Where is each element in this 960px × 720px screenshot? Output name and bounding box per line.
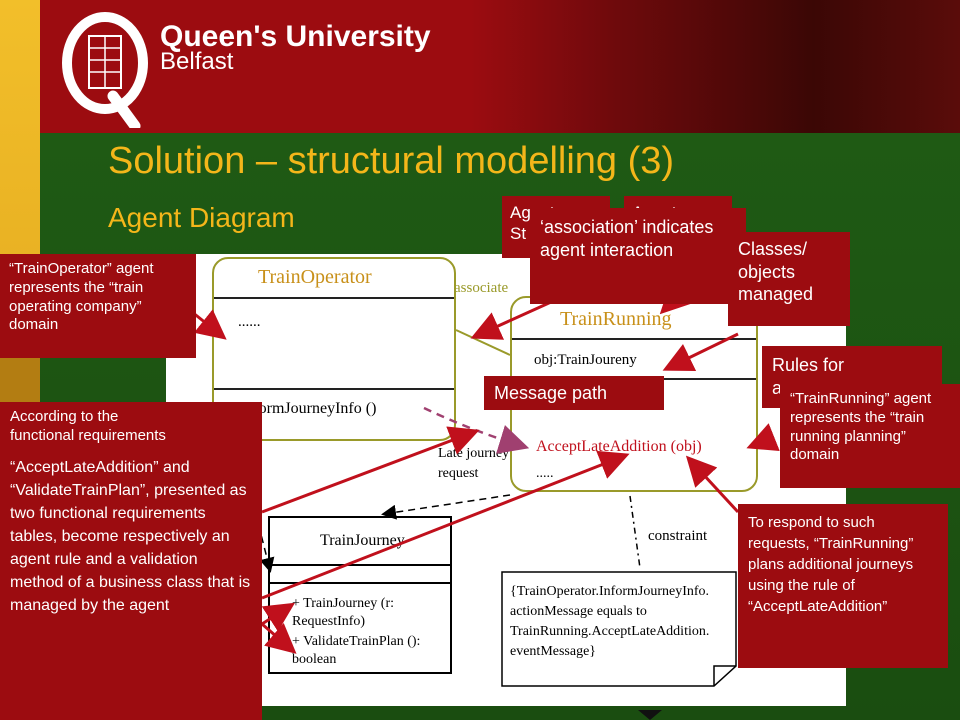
- constraint-line4: eventMessage}: [510, 644, 597, 659]
- callout-accept-late-addition: “AcceptLateAddition” and “ValidateTrainP…: [0, 450, 262, 720]
- university-logo-icon: [62, 12, 148, 128]
- dependency-line: [381, 494, 511, 520]
- divider: [270, 582, 450, 584]
- constraint-line: [629, 495, 641, 569]
- header-photo: [470, 0, 960, 133]
- constraint-line2: actionMessage equals to: [510, 604, 647, 619]
- constraint-line1: {TrainOperator.InformJourneyInfo.: [510, 584, 710, 599]
- train-operator-title: TrainOperator: [258, 266, 372, 288]
- train-running-attribute: obj:TrainJoureny: [534, 352, 637, 368]
- slide-title: Solution – structural modelling (3): [108, 140, 675, 182]
- callout-according-line1: According to the: [10, 408, 119, 425]
- train-running-rule: AcceptLateAddition (obj): [536, 438, 702, 455]
- train-journey-title: TrainJourney: [320, 532, 405, 549]
- callout-agent-structure-line2: St: [510, 224, 527, 244]
- association-line: [455, 329, 511, 356]
- divider: [214, 388, 454, 390]
- divider: [512, 338, 756, 340]
- constraint-label: constraint: [648, 528, 708, 544]
- callout-according-line2: functional requirements: [10, 426, 166, 444]
- train-journey-op1b: RequestInfo): [292, 614, 366, 629]
- message-path-line: [423, 406, 530, 454]
- request-label: request: [438, 466, 479, 481]
- train-running-dots: .....: [536, 466, 554, 481]
- train-journey-op2: + ValidateTrainPlan ():: [292, 634, 421, 649]
- callout-association: ‘association’ indicates agent interactio…: [530, 208, 746, 304]
- train-journey-op2b: boolean: [292, 652, 337, 667]
- divider: [270, 564, 450, 566]
- train-running-title: TrainRunning: [560, 308, 672, 330]
- divider: [214, 297, 454, 299]
- university-name-line2: Belfast: [160, 48, 234, 75]
- train-operator-operation: InformJourneyInfo (): [240, 400, 377, 417]
- callout-train-running: “TrainRunning” agent represents the “tra…: [780, 384, 960, 488]
- constraint-note-shape: [501, 571, 737, 687]
- callout-respond: To respond to such requests, “TrainRunni…: [738, 504, 948, 668]
- callout-rules-for-line1: Rules for: [772, 355, 845, 375]
- train-journey-op1: + TrainJourney (r:: [292, 596, 395, 611]
- callout-train-operator: “TrainOperator” agent represents the “tr…: [0, 254, 196, 358]
- associate-label: associate: [454, 280, 509, 296]
- callout-rules-for-line2: a: [772, 377, 783, 398]
- callout-message-path: Message path: [484, 376, 664, 410]
- constraint-line3: TrainRunning.AcceptLateAddition.: [510, 624, 710, 639]
- callout-classes-objects: Classes/ objects managed: [728, 232, 850, 326]
- train-journey-class: [268, 516, 452, 674]
- callout-according: According to the functional requirements: [0, 402, 262, 454]
- slide-subtitle: Agent Diagram: [108, 202, 295, 233]
- train-operator-attributes: ......: [238, 314, 261, 330]
- university-name-line1: Queen's University: [160, 20, 431, 53]
